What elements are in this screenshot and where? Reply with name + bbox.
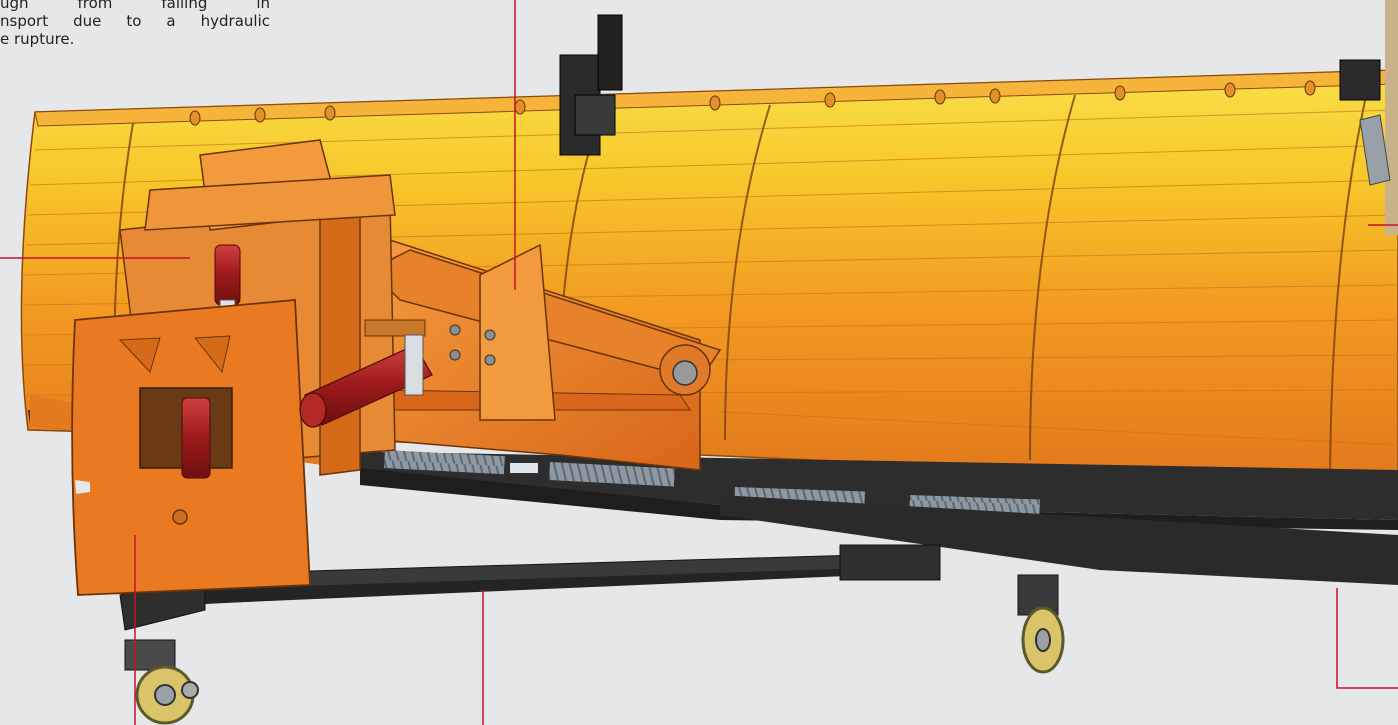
angle-cylinder: [299, 319, 433, 428]
caster-wheel-icon: [1017, 574, 1065, 674]
caption-text: ugh from falling in nsport due to a hydr…: [0, 0, 270, 48]
caption-line-3: e rupture.: [0, 30, 75, 48]
caster-wheels: [124, 574, 1065, 725]
push-frame: [368, 239, 722, 471]
caption-line-1: ugh from falling in: [0, 0, 270, 12]
support-stand: [119, 544, 941, 631]
right-pillar: [1339, 0, 1398, 235]
callout-line-cutting-edge: [1336, 588, 1398, 689]
caster-wheel-icon: [124, 639, 199, 725]
upper-hitch-bracket: [559, 14, 623, 156]
caption-line-2: nsport due to a hydraulic: [0, 12, 270, 30]
